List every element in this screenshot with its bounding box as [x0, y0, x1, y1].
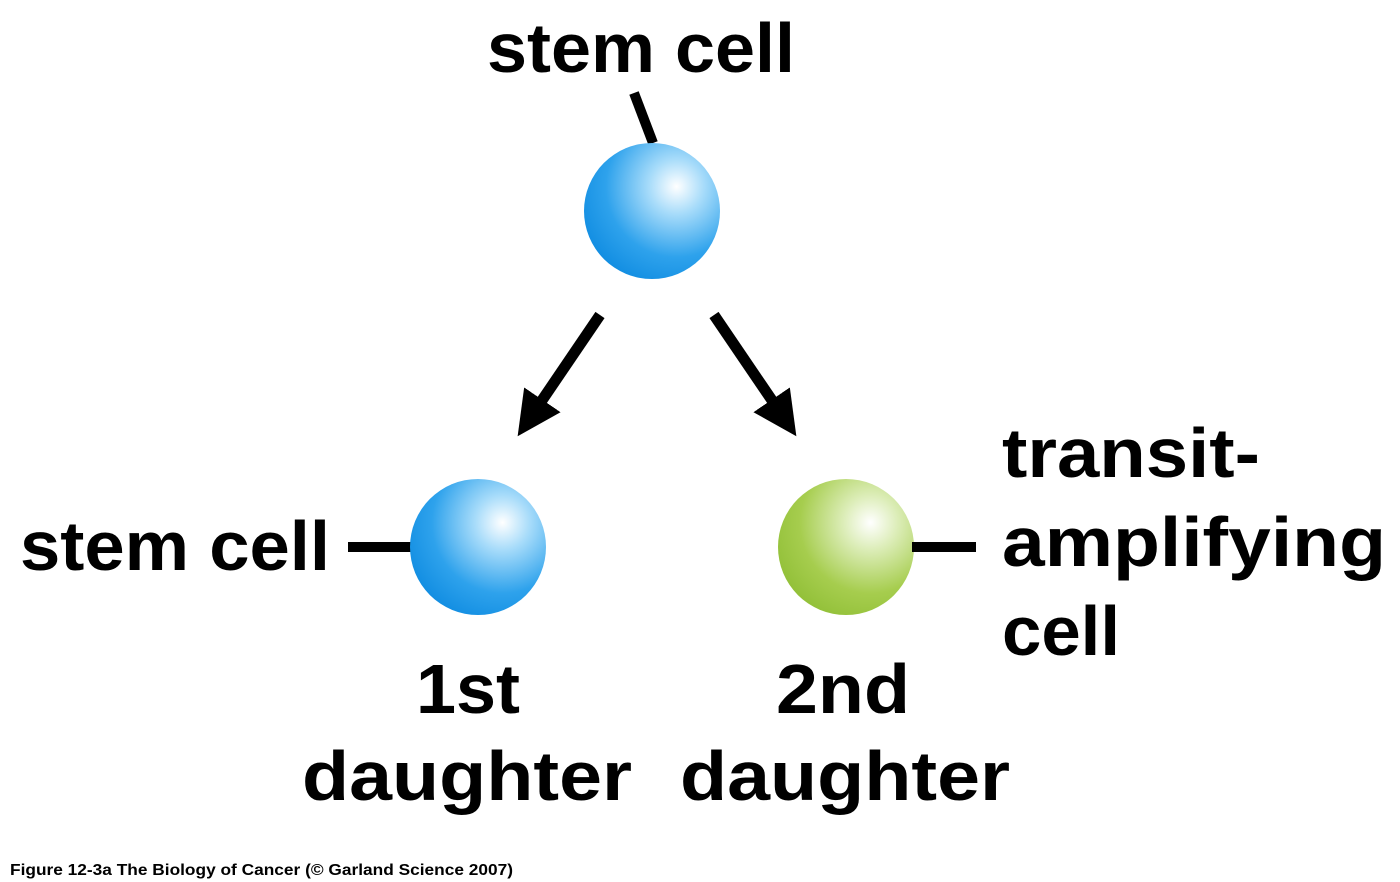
transit-label-line1: transit- [1002, 414, 1260, 492]
arrow-to-first-daughter [517, 311, 605, 437]
figure-caption: Figure 12-3a The Biology of Cancer (© Ga… [10, 862, 513, 879]
arrow-to-second-daughter [709, 311, 797, 437]
second-daughter-label-line1: 2nd [776, 650, 910, 728]
top-label-leader-line [629, 91, 658, 145]
transit-label-line2: amplifying [1002, 503, 1386, 581]
top-stem-cell-label: stem cell [487, 9, 795, 87]
first-daughter-label-line1: 1st [416, 650, 520, 728]
second-daughter-label-line2: daughter [680, 737, 1010, 815]
first-daughter-stem-cell [410, 479, 546, 615]
parent-stem-cell [584, 143, 720, 279]
first-daughter-label-line2: daughter [302, 737, 632, 815]
left-stem-cell-label: stem cell [20, 507, 330, 585]
transit-label-line3: cell [1002, 592, 1120, 670]
second-daughter-transit-cell [778, 479, 914, 615]
